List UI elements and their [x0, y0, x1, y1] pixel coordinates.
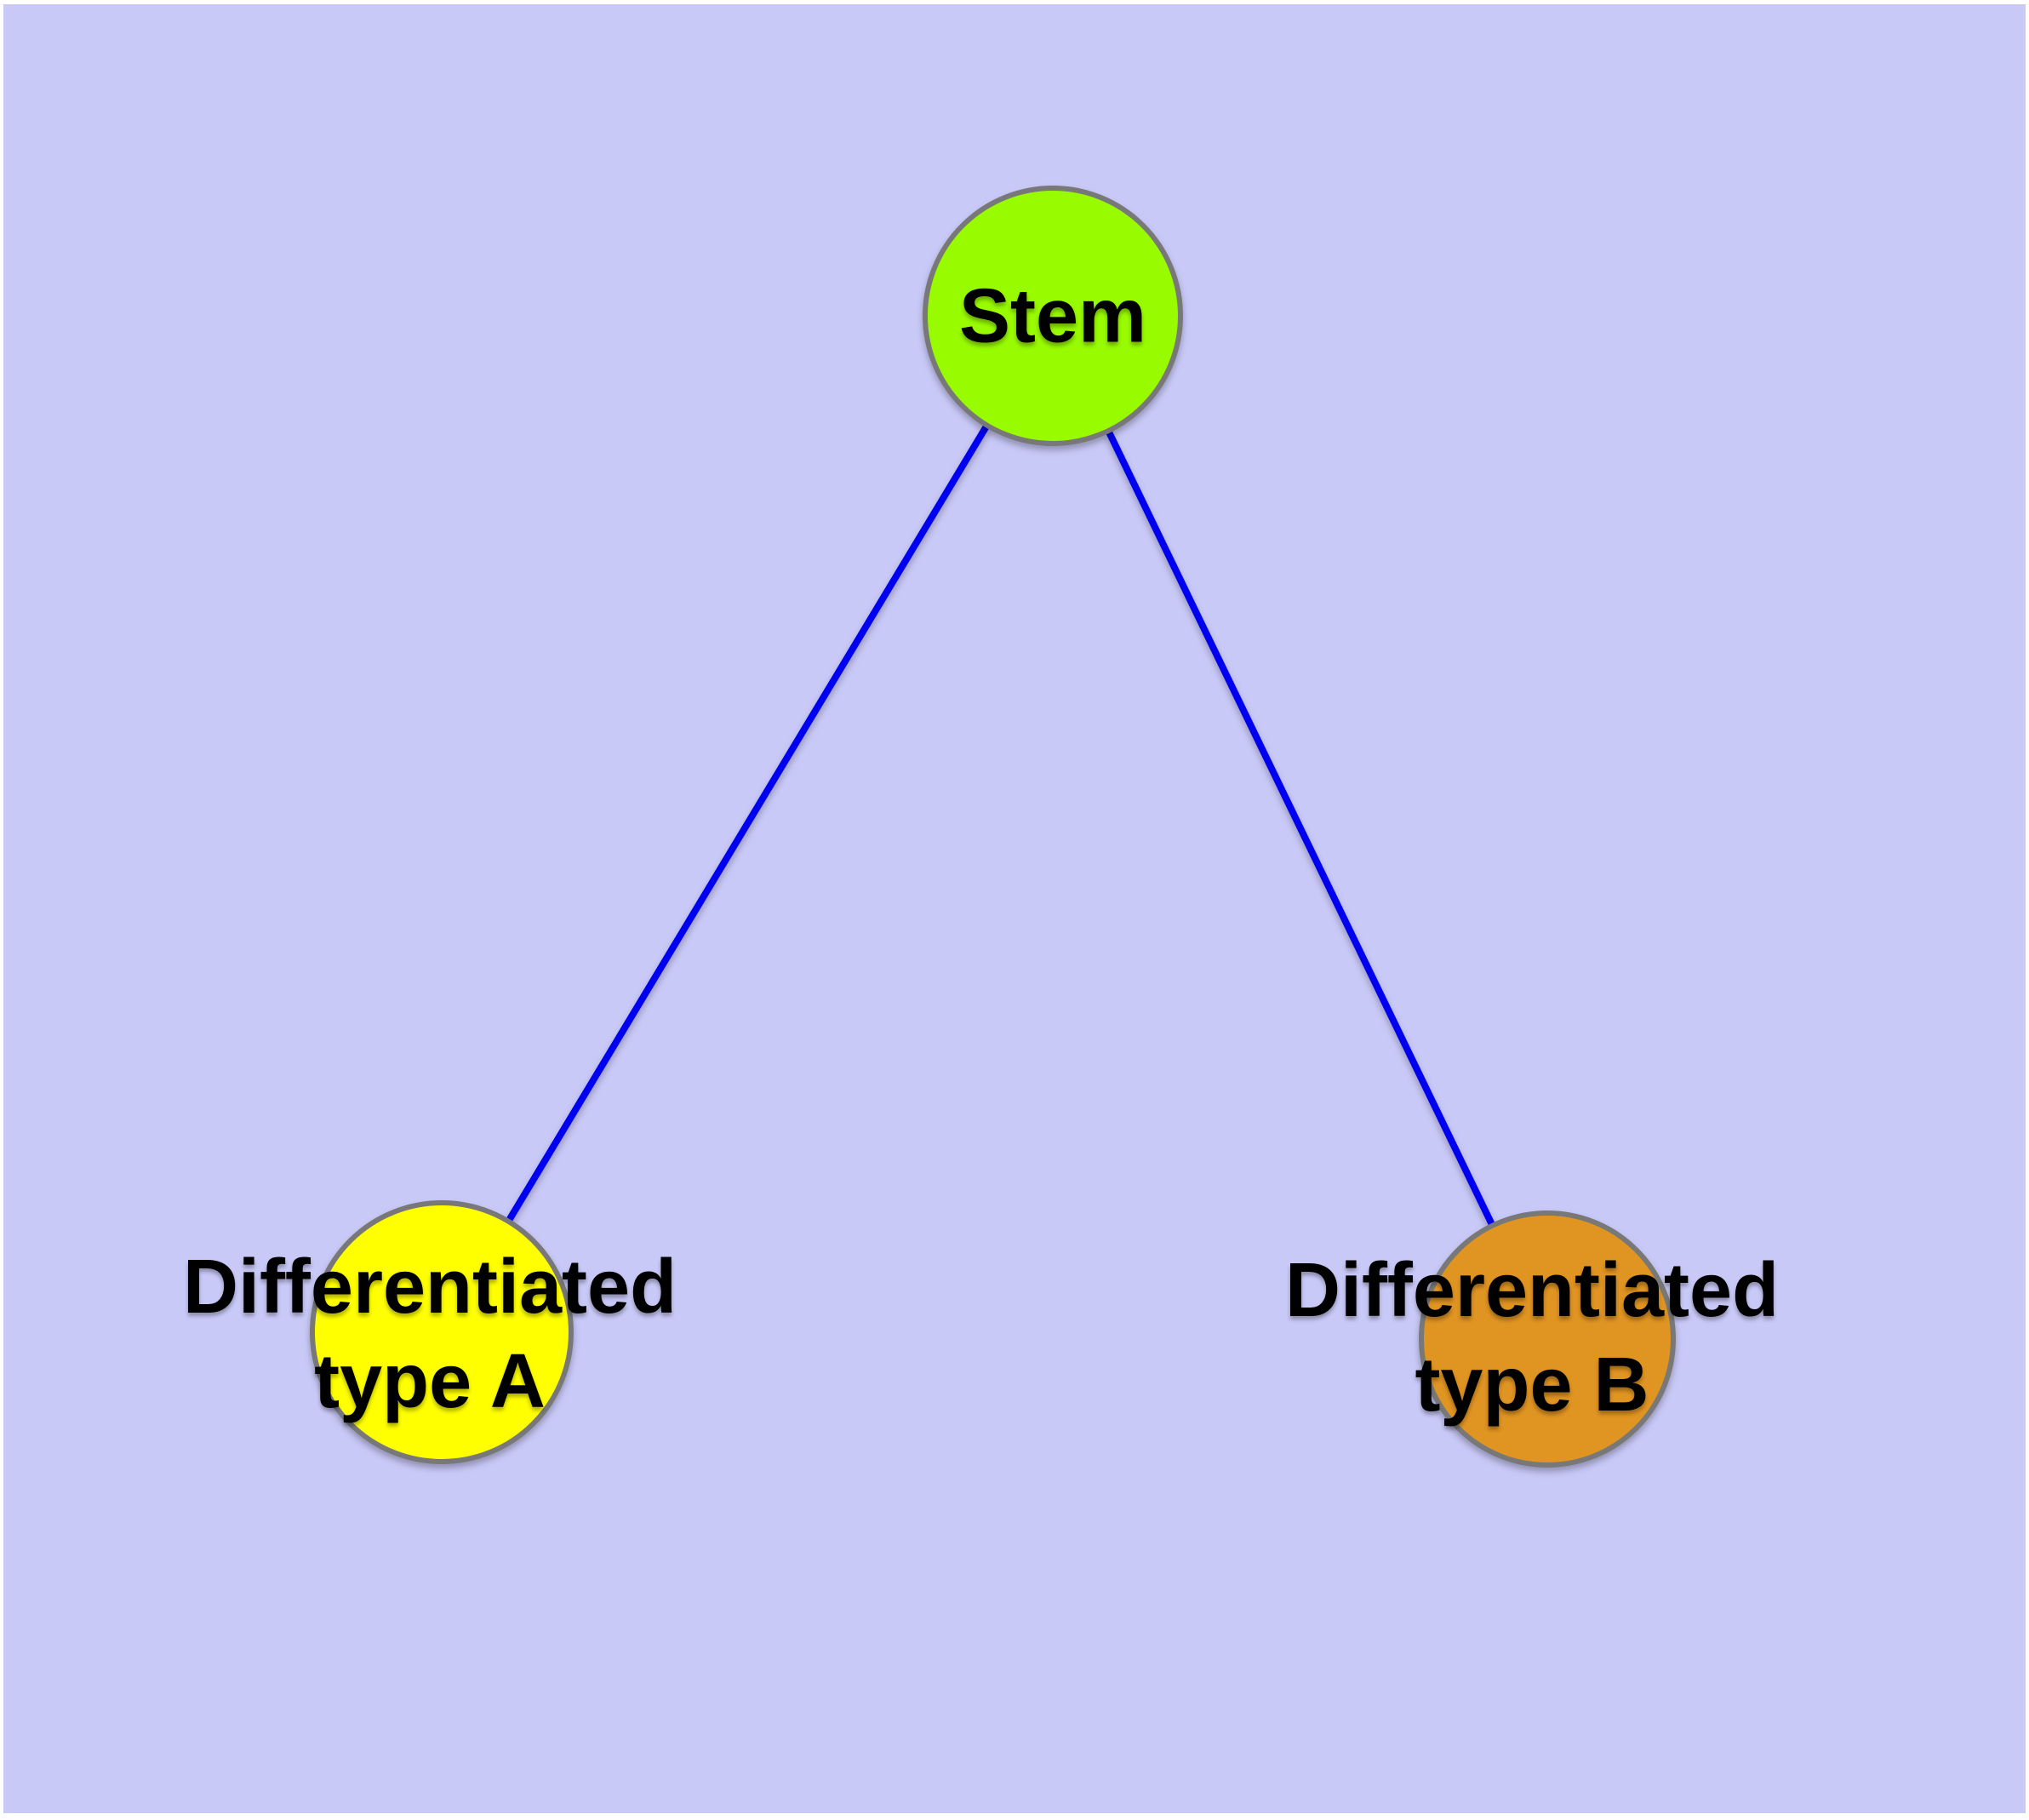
node-stem-label: Stem	[959, 270, 1146, 364]
node-stem-circle	[923, 186, 1183, 446]
node-differentiated-type-a-label-line: type A	[314, 1339, 546, 1424]
node-differentiated-type-b-label: Differentiated type B	[1285, 1244, 1779, 1433]
edge-stem-to-differentiated-type-b	[1105, 429, 1496, 1228]
node-differentiated-type-a-label: Differentiated type A	[183, 1240, 677, 1429]
node-differentiated-type-b-circle	[1419, 1210, 1676, 1468]
node-differentiated-type-a-circle	[310, 1200, 574, 1464]
edge-stem-to-differentiated-type-a	[505, 423, 991, 1223]
node-stem-label-line: Stem	[958, 273, 1147, 359]
node-differentiated-type-b-label-line: type B	[1415, 1342, 1649, 1428]
node-differentiated-type-a-label-line: Differentiated	[182, 1245, 677, 1330]
node-differentiated-type-b-label-line: Differentiated	[1284, 1248, 1780, 1333]
